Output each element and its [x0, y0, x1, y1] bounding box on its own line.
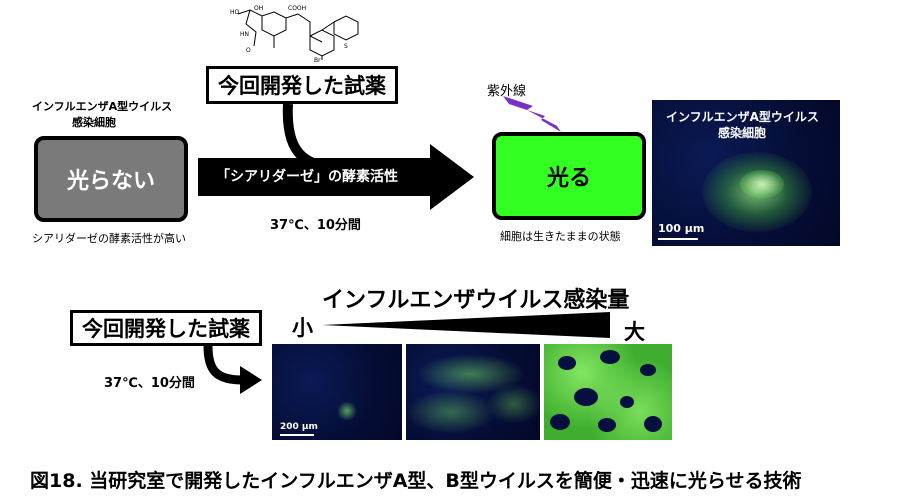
micrograph-top: インフルエンザA型ウイルス 感染細胞 100 µm	[652, 100, 840, 246]
condition-top: 37℃、10分間	[270, 218, 361, 233]
small-label: 小	[292, 316, 313, 340]
svg-text:HN: HN	[240, 31, 249, 38]
svg-text:S: S	[344, 43, 348, 50]
svg-text:OH: OH	[254, 5, 263, 12]
uv-label: 紫外線	[487, 84, 527, 99]
micro-scale-top: 100 µm	[658, 222, 705, 235]
svg-text:COOH: COOH	[288, 5, 306, 12]
figure-caption: 図18. 当研究室で開発したインフルエンザA型、B型ウイルスを簡便・迅速に光らせ…	[30, 470, 802, 492]
condition-bottom: 37℃、10分間	[104, 376, 195, 391]
micro-title-line2: 感染細胞	[718, 126, 767, 140]
svg-text:HO: HO	[230, 9, 240, 16]
micrograph-medium	[406, 344, 540, 440]
lightning-icon	[503, 96, 561, 132]
left-caption-line1: インフルエンザA型ウイルス	[32, 100, 173, 113]
glow-label: 光る	[546, 166, 591, 191]
micro-scale-bottom: 200 µm	[280, 422, 318, 432]
micrograph-large	[544, 344, 672, 440]
infection-wedge	[322, 312, 610, 338]
svg-text:O: O	[246, 47, 251, 54]
no-glow-box: 光らない	[34, 136, 188, 222]
infection-title: インフルエンザウイルス感染量	[322, 288, 630, 313]
enzyme-arrow	[198, 144, 474, 210]
svg-text:Br: Br	[314, 57, 321, 62]
reagent-label-bottom: 今回開発した試薬	[82, 317, 250, 341]
micrograph-small: 200 µm	[272, 344, 402, 440]
scale-bar-bottom	[280, 434, 314, 436]
left-caption-line2: 感染細胞	[72, 116, 116, 129]
enzyme-arrow-label: 「シアリダーゼ」の酵素活性	[216, 169, 398, 185]
micro-title-line1: インフルエンザA型ウイルス	[666, 110, 819, 124]
reagent-label-top: 今回開発した試薬	[218, 74, 386, 98]
glow-box: 光る	[492, 132, 646, 220]
reagent-box-bottom: 今回開発した試薬	[70, 310, 262, 346]
large-label: 大	[624, 320, 645, 344]
no-glow-label: 光らない	[66, 169, 155, 194]
reagent-box-top: 今回開発した試薬	[206, 66, 398, 104]
bottom-curve-arrow	[203, 346, 262, 394]
scale-bar-top	[658, 238, 698, 240]
no-glow-note: シアリダーゼの酵素活性が高い	[32, 232, 186, 245]
chemical-structure-icon: HO OH COOH HN O Br S	[230, 5, 359, 62]
glow-note: 細胞は生きたままの状態	[500, 230, 621, 243]
